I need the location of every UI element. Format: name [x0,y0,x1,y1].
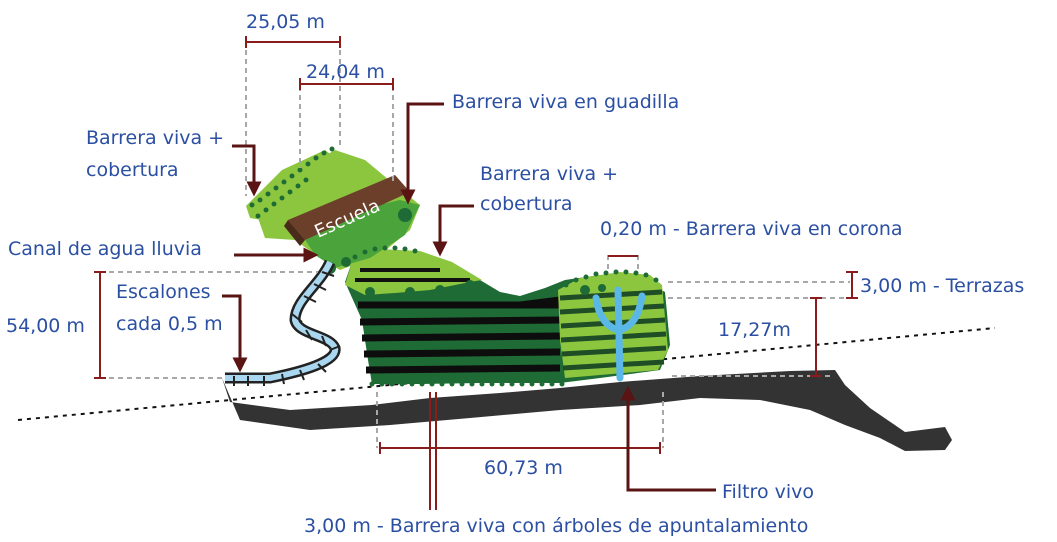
base-length-label: 60,73 m [484,457,563,479]
barrier-cover-left-line1: Barrera viva + [86,127,224,149]
live-barrier-dots [249,146,659,387]
live-filter-drain [592,286,646,382]
school-plateau-dark [300,200,420,268]
height-right-label: 17,27m [718,319,791,341]
terraces-label: 3,00 m - Terrazas [860,275,1024,297]
width-top-label: 25,05 m [246,11,325,33]
steps-label-line1: Escalones [116,281,211,303]
shrubs [324,208,606,297]
barrier-cover-left-line2: cobertura [86,159,179,181]
barrier-cover-mid-line1: Barrera viva + [480,163,618,185]
crown-barrier-label: 0,20 m - Barrera viva en corona [600,218,903,240]
rain-channel-label: Canal de agua lluvia [8,238,202,260]
upper-cap-stripes [355,268,470,282]
steps-label-line2: cada 0,5 m [116,313,223,335]
tree-barrier-label: 3,00 m - Barrera viva con árboles de apu… [304,515,808,537]
terrain-slope-line [17,327,996,421]
live-filter-label: Filtro vivo [722,481,814,503]
terrace-stripes [559,289,667,371]
guide-lines [100,50,850,448]
callout-arrows [222,102,716,492]
width-inner-label: 24,04 m [306,61,385,83]
top-barrier-plateau [246,150,338,220]
dimension-lines [94,36,858,510]
height-left-label: 54,00 m [6,315,85,337]
dark-terrace-stripes [358,296,561,374]
barrier-gully-label: Barrera viva en guadilla [452,91,679,113]
rain-channel [225,259,341,386]
barrier-cover-mid-line2: cobertura [480,193,573,215]
ground-profile [222,370,952,451]
